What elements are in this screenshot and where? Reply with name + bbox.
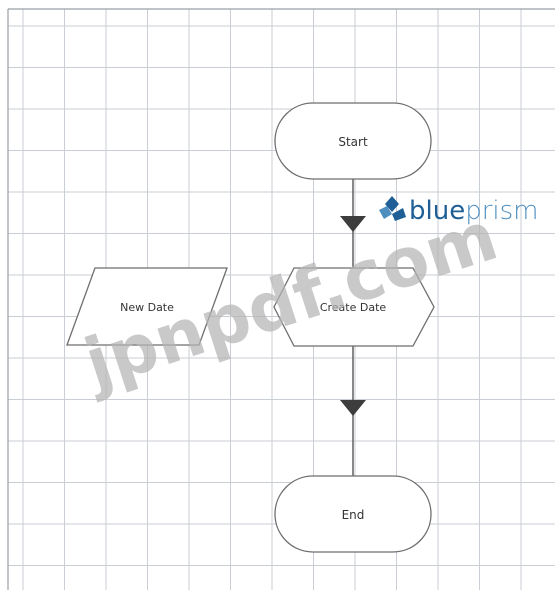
end-label: End (342, 508, 365, 522)
new-date-node[interactable]: New Date (66, 267, 228, 346)
new-date-label: New Date (120, 301, 174, 314)
create-date-node[interactable]: Create Date (273, 267, 435, 347)
blueprism-logo-text: blueprism (409, 196, 539, 226)
start-node[interactable]: Start (274, 102, 432, 180)
grid-lines (8, 9, 555, 590)
create-date-label: Create Date (320, 301, 387, 314)
arrow-down-icon (340, 400, 366, 416)
blueprism-logo: blueprism (379, 196, 539, 226)
blueprism-logo-icon (379, 196, 406, 221)
end-node[interactable]: End (274, 475, 432, 553)
arrow-down-icon (340, 216, 366, 232)
start-label: Start (338, 135, 368, 149)
